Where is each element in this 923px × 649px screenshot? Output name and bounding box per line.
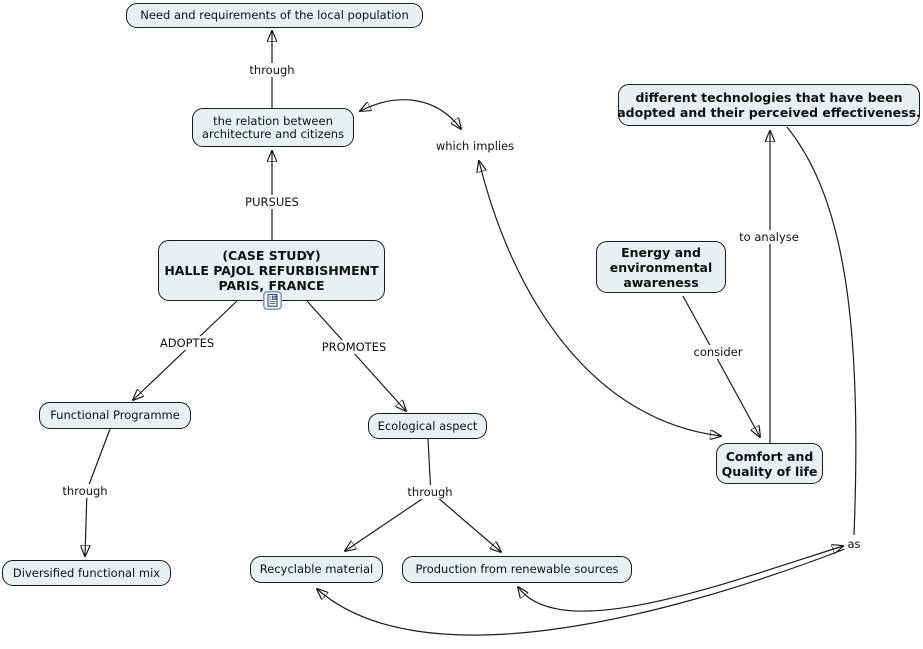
node-label: the relation between [213,113,333,128]
node-recyclable-material[interactable]: Recyclable material [250,556,383,583]
node-label: PARIS, FRANCE [218,278,325,293]
node-label: Energy and [621,244,701,260]
node-different-technologies[interactable]: different technologies that have been ad… [617,84,921,126]
node-label: environmental [609,259,713,275]
node-ecological-aspect[interactable]: Ecological aspect [368,413,487,439]
connector-as-to-production[interactable] [518,546,843,612]
node-label: Ecological aspect [377,418,478,433]
node-label: architecture and citizens [201,126,345,141]
node-production-renewable-sources[interactable]: Production from renewable sources [402,556,632,583]
connector-comfort-to-whichimplies[interactable] [479,161,721,436]
connector-through-to-recyclable[interactable] [345,496,426,551]
connector-as-to-recyclable[interactable] [317,548,846,636]
connector-through-to-production[interactable] [436,496,501,552]
link-label-to-analyse[interactable]: to analyse [736,230,802,244]
node-label: adopted and their perceived effectivenes… [617,105,921,120]
connector-whichimplies-to-relation[interactable] [360,99,461,129]
node-label: HALLE PAJOL REFURBISHMENT [164,263,379,278]
link-label-through-mid[interactable]: through [404,485,456,499]
node-label: Recyclable material [259,562,374,576]
link-label-pursues[interactable]: PURSUES [242,195,302,209]
connector-technologies-to-as[interactable] [786,126,857,536]
node-label: Comfort and [725,448,814,464]
node-diversified-functional-mix[interactable]: Diversified functional mix [2,560,171,586]
link-label-adoptes[interactable]: ADOPTES [156,336,218,350]
node-label: Production from renewable sources [415,562,619,576]
link-label-through-top[interactable]: through [246,63,298,77]
node-comfort-quality-of-life[interactable]: Comfort and Quality of life [716,443,823,484]
link-label-through-left[interactable]: through [59,484,111,498]
node-label: Diversified functional mix [12,565,161,580]
connector-case-to-ecological[interactable] [306,300,406,411]
node-label: Need and requirements of the local popul… [140,8,409,22]
resource-attachment-icon[interactable] [263,291,282,310]
node-case-study[interactable]: (CASE STUDY) HALLE PAJOL REFURBISHMENT P… [158,240,385,301]
node-label: awareness [623,274,699,290]
connector-case-to-functional-programme[interactable] [133,300,238,400]
link-label-consider[interactable]: consider [690,345,746,359]
node-label: Functional Programme [50,408,180,422]
node-label: Quality of life [721,463,818,479]
node-label: different technologies that have been [635,90,903,105]
node-relation-architecture-citizens[interactable]: the relation between architecture and ci… [192,108,354,147]
link-label-as[interactable]: as [844,537,864,551]
node-need-requirements[interactable]: Need and requirements of the local popul… [126,3,423,28]
connector-energy-to-comfort[interactable] [682,295,760,437]
link-label-which-implies[interactable]: which implies [432,139,518,153]
node-functional-programme[interactable]: Functional Programme [39,402,191,429]
node-energy-environmental-awareness[interactable]: Energy and environmental awareness [596,241,726,293]
link-label-promotes[interactable]: PROMOTES [318,340,390,354]
node-label: (CASE STUDY) [222,248,321,263]
